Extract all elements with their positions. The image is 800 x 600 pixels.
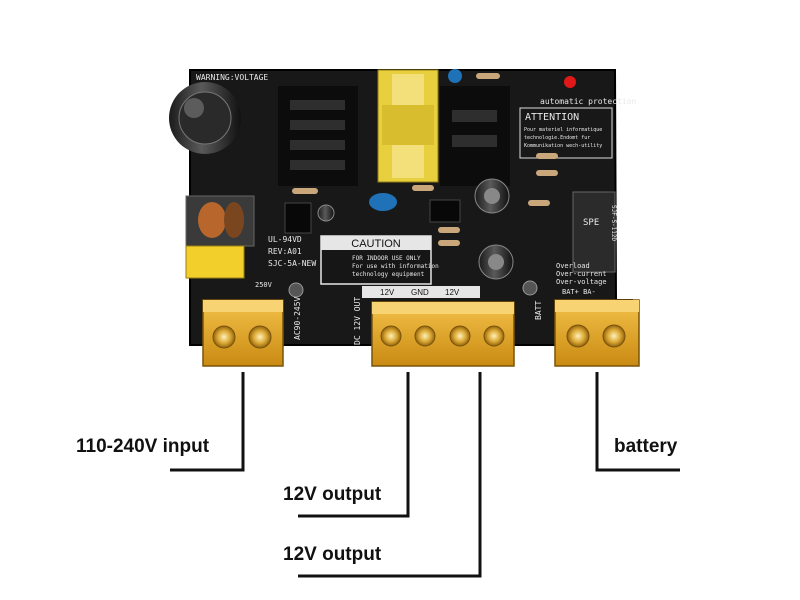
model-line-2: REV:A01 bbox=[268, 247, 302, 256]
protect-line-3: Over-voltage bbox=[556, 278, 607, 286]
warning-text: WARNING:VOLTAGE bbox=[196, 73, 268, 82]
red-led bbox=[564, 76, 576, 88]
terminal-block-battery bbox=[554, 299, 640, 367]
ic-chips bbox=[284, 199, 461, 234]
batt-sub-label: BAT+ BA- bbox=[562, 288, 596, 296]
electrolytic-capacitor-large bbox=[169, 82, 241, 154]
x-capacitor bbox=[185, 245, 245, 279]
attention-title: ATTENTION bbox=[525, 112, 579, 123]
terminal-label-strip bbox=[362, 286, 480, 298]
filter-inductor bbox=[185, 195, 255, 247]
capacitor-group bbox=[317, 178, 514, 280]
callout-input-label: 110-240V input bbox=[76, 436, 210, 457]
heatsink-left bbox=[278, 86, 358, 186]
attention-line-3: Kommunikation wech-utility bbox=[524, 143, 602, 149]
terminal-label-12v-right: 12V bbox=[445, 288, 460, 297]
relay bbox=[572, 191, 616, 273]
ac-label: AC90-245V bbox=[293, 296, 302, 340]
batt-label: BATT bbox=[534, 301, 543, 320]
callout-line-output2 bbox=[298, 372, 482, 578]
model-line-3: SJC-5A-NEW bbox=[268, 259, 316, 268]
mounting-hole bbox=[288, 282, 304, 298]
heatsink-right bbox=[440, 86, 510, 186]
attention-line-1: Pour materiel informatique bbox=[524, 127, 602, 133]
terminal-label-gnd: GND bbox=[411, 288, 429, 297]
protect-line-1: Overload bbox=[556, 262, 590, 270]
auto-protection-text: automatic protection bbox=[540, 97, 637, 106]
caution-line-1: FOR INDOOR USE ONLY bbox=[352, 255, 421, 262]
caution-title: CAUTION bbox=[351, 238, 401, 250]
callout-output1-label: 12V output bbox=[283, 484, 382, 505]
relay-model: SJF-S-112D bbox=[610, 205, 617, 242]
blue-capacitor-small bbox=[448, 69, 462, 83]
protect-line-2: Over-current bbox=[556, 270, 607, 278]
transformer bbox=[377, 69, 439, 183]
terminal-block-dc-output bbox=[371, 301, 515, 367]
terminal-label-12v-left: 12V bbox=[380, 288, 395, 297]
attention-box bbox=[519, 107, 613, 159]
callout-line-input bbox=[170, 372, 245, 472]
blue-capacitor bbox=[369, 193, 397, 211]
callout-line-battery bbox=[595, 372, 680, 472]
callout-battery-label: battery bbox=[614, 436, 678, 457]
caution-label bbox=[320, 235, 432, 285]
caution-line-2: For use with information bbox=[352, 263, 439, 270]
mounting-hole bbox=[522, 280, 538, 296]
caution-line-3: technology equipment bbox=[352, 271, 425, 278]
dc-label: DC 12V OUT bbox=[353, 297, 362, 345]
resistor-group bbox=[292, 73, 558, 246]
attention-line-2: technologie.Endomt fur bbox=[524, 135, 590, 141]
relay-brand: SPE bbox=[583, 218, 599, 228]
terminal-block-ac-input bbox=[202, 299, 284, 367]
callout-output2-label: 12V output bbox=[283, 544, 382, 565]
model-line-1: UL-94VD bbox=[268, 235, 302, 244]
callout-line-output1 bbox=[298, 372, 410, 518]
fuse-label: 250V bbox=[255, 281, 273, 289]
